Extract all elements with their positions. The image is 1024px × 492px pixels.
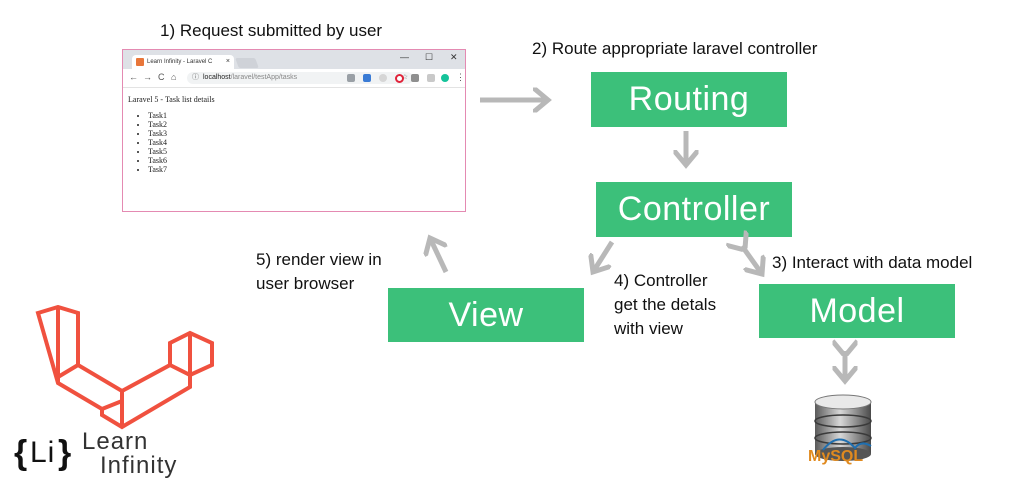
page-content: Laravel 5 - Task list details Task1Task2… bbox=[128, 95, 215, 174]
back-icon[interactable]: ← bbox=[129, 72, 138, 82]
logo-line2: Infinity bbox=[100, 452, 178, 479]
arrow-controller-to-view bbox=[593, 240, 615, 272]
task-list-item: Task7 bbox=[148, 165, 215, 174]
model-label: Model bbox=[809, 291, 905, 330]
task-list-item: Task5 bbox=[148, 147, 215, 156]
url-host: localhost bbox=[203, 74, 231, 81]
step5-label-line1: 5) render view in bbox=[256, 250, 382, 269]
new-tab-button[interactable] bbox=[235, 58, 259, 68]
laravel-logo-icon bbox=[35, 305, 214, 430]
close-window-icon[interactable]: ✕ bbox=[450, 52, 458, 62]
page-heading: Laravel 5 - Task list details bbox=[128, 95, 215, 104]
info-icon[interactable]: ⓘ bbox=[192, 74, 199, 81]
task-list-item: Task2 bbox=[148, 120, 215, 129]
tab-title: Learn Infinity - Laravel C bbox=[147, 59, 213, 65]
view-box: View bbox=[388, 288, 584, 342]
controller-label: Controller bbox=[617, 190, 771, 228]
logo-brace-close: } bbox=[58, 434, 73, 472]
step4-label-line3: with view bbox=[614, 319, 683, 338]
view-label: View bbox=[448, 295, 524, 334]
step3-label: 3) Interact with data model bbox=[772, 253, 973, 272]
model-box: Model bbox=[759, 284, 955, 338]
arrow-controller-model bbox=[742, 246, 762, 274]
minimize-icon[interactable]: — bbox=[400, 52, 409, 62]
menu-icon[interactable]: ⋮ bbox=[456, 72, 465, 82]
browser-toolbar: ← → C ⌂ ⓘ localhost/laravel/testApp/task… bbox=[123, 69, 465, 88]
learn-infinity-logo: { Li } Learn Infinity bbox=[14, 426, 234, 486]
arrow-view-to-browser bbox=[430, 238, 449, 274]
step2-label: 2) Route appropriate laravel controller bbox=[532, 39, 818, 58]
task-list-item: Task3 bbox=[148, 129, 215, 138]
opera-extension-icon[interactable] bbox=[395, 74, 404, 83]
task-list-item: Task1 bbox=[148, 111, 215, 120]
browser-window: Learn Infinity - Laravel C × — ☐ ✕ ← → C… bbox=[122, 49, 466, 212]
address-bar[interactable]: ⓘ localhost/laravel/testApp/tasks ☆ bbox=[187, 72, 413, 84]
picture-extension-icon[interactable] bbox=[411, 74, 419, 82]
gray-extension-icon[interactable] bbox=[379, 74, 387, 82]
reload-icon[interactable]: C bbox=[158, 72, 165, 82]
maximize-icon[interactable]: ☐ bbox=[425, 52, 434, 62]
logo-brace-open: { bbox=[14, 434, 29, 472]
routing-box: Routing bbox=[591, 72, 787, 127]
task-list-item: Task4 bbox=[148, 138, 215, 147]
step1-label: 1) Request submitted by user bbox=[160, 21, 383, 40]
url-path: /laravel/testApp/tasks bbox=[230, 74, 298, 81]
grammarly-extension-icon[interactable] bbox=[441, 74, 449, 82]
tab-close-icon[interactable]: × bbox=[225, 58, 230, 65]
browser-titlebar: Learn Infinity - Laravel C × — ☐ ✕ bbox=[123, 50, 465, 69]
controller-box: Controller bbox=[596, 182, 792, 237]
task-list: Task1Task2Task3Task4Task5Task6Task7 bbox=[128, 111, 215, 174]
step5-label-line2: user browser bbox=[256, 274, 355, 293]
logo-initials: Li bbox=[30, 436, 56, 469]
mysql-label: MySQL bbox=[808, 448, 864, 465]
browser-tab[interactable]: Learn Infinity - Laravel C × bbox=[132, 55, 234, 69]
step4-label-line1: 4) Controller bbox=[614, 271, 708, 290]
forward-icon[interactable]: → bbox=[143, 72, 152, 82]
task-list-item: Task6 bbox=[148, 156, 215, 165]
mysql-database-icon bbox=[814, 394, 872, 461]
bookmark-star-icon[interactable]: ☆ bbox=[401, 74, 408, 81]
home-icon[interactable]: ⌂ bbox=[171, 72, 177, 82]
camera-extension-icon[interactable] bbox=[347, 74, 355, 82]
box-extension-icon[interactable] bbox=[427, 74, 435, 82]
download-extension-icon[interactable] bbox=[363, 74, 371, 82]
step4-label-line2: get the detals bbox=[614, 295, 717, 314]
routing-label: Routing bbox=[628, 80, 750, 118]
favicon-icon bbox=[136, 58, 144, 66]
logo-line1: Learn bbox=[82, 428, 149, 455]
url-text: localhost/laravel/testApp/tasks bbox=[203, 72, 297, 84]
